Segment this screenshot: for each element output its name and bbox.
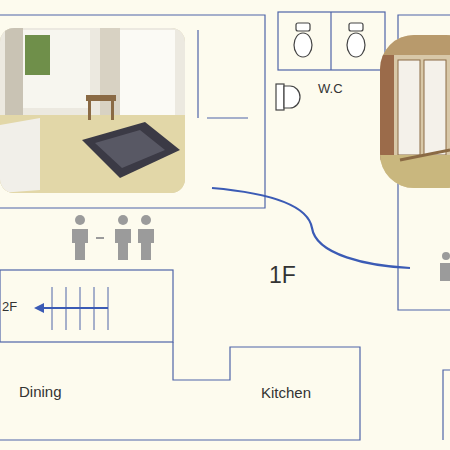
person-icons [72, 215, 450, 281]
room-label: Dining [19, 384, 62, 401]
photo-japanese-room [380, 35, 450, 188]
floor-label: 2F [2, 300, 17, 314]
toilet-icons [276, 23, 365, 110]
floor-label: 1F [269, 263, 296, 288]
room-label: Kitchen [261, 385, 311, 402]
route-curve [212, 188, 410, 268]
stair-arrow [34, 303, 108, 313]
walls [0, 12, 450, 440]
photo-room [0, 28, 185, 193]
room-label: W.C [318, 82, 343, 96]
